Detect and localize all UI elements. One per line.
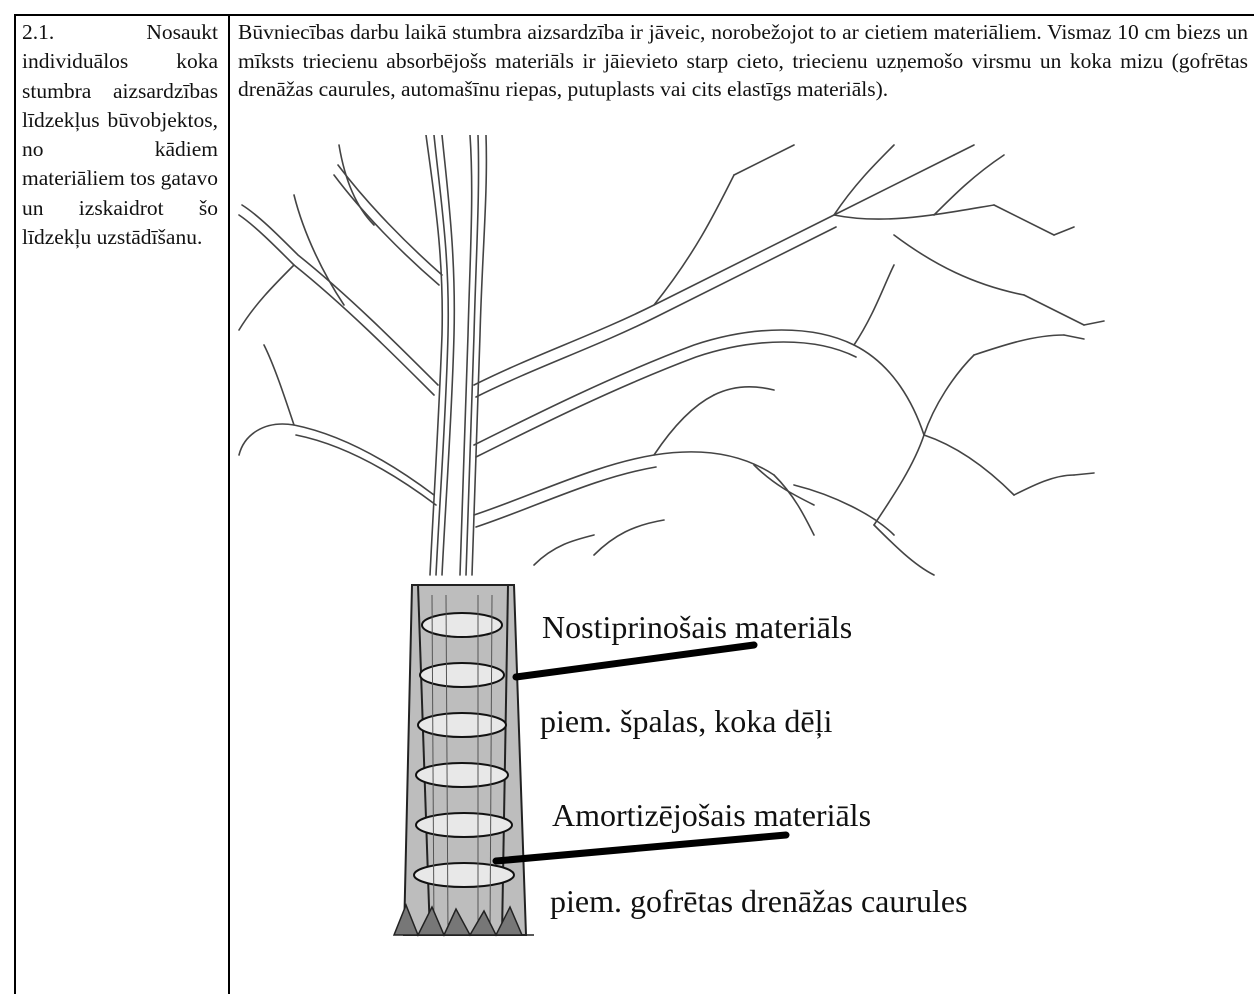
answer-cell: Būvniecības darbu laikā stumbra aizsardz…: [238, 18, 1248, 104]
question-text: 2.1. Nosaukt individuālos koka stumbra a…: [22, 18, 218, 252]
question-cell: 2.1. Nosaukt individuālos koka stumbra a…: [22, 18, 218, 252]
table-border-left: [14, 14, 16, 994]
tree-protection-figure: Nostiprinošais materiāls piem. špalas, k…: [234, 135, 1250, 955]
label-reinforcing-material: Nostiprinošais materiāls: [542, 609, 852, 646]
label-reinforcing-example: piem. špalas, koka dēļi: [540, 703, 832, 740]
label-cushioning-material: Amortizējošais materiāls: [552, 797, 871, 834]
table-border-top: [14, 14, 1254, 16]
table-column-divider: [228, 14, 230, 994]
label-cushioning-example: piem. gofrētas drenāžas caurules: [550, 883, 968, 920]
answer-text: Būvniecības darbu laikā stumbra aizsardz…: [238, 18, 1248, 104]
